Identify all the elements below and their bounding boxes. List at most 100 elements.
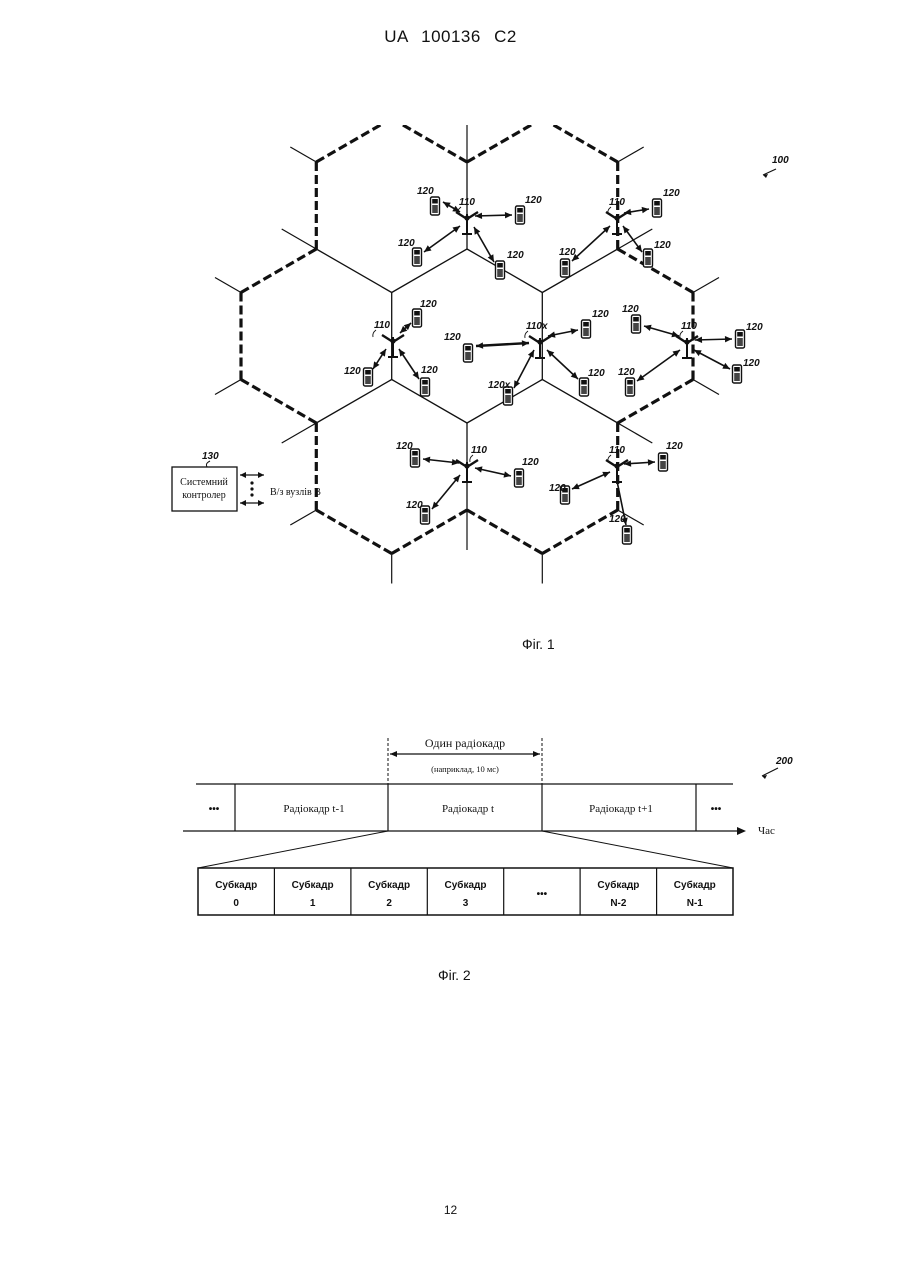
controller-text-line1: Системний: [180, 477, 228, 488]
link-arrow: [624, 459, 655, 466]
terminal-keypad: [737, 338, 743, 346]
terminal-screen: [365, 370, 371, 375]
terminal-label: 120x: [488, 380, 511, 391]
hex-edge-outer: [392, 125, 467, 162]
link-arrowhead: [505, 212, 512, 218]
link-arrowhead: [642, 207, 649, 213]
terminal-icon: 120: [396, 441, 420, 467]
terminal-label: 120: [344, 366, 361, 377]
page-header: UA 100136 C2: [0, 27, 901, 47]
frame-current-label: Радіокадр t: [442, 803, 494, 815]
terminal-icon: 120: [622, 304, 641, 333]
terminal-icon: 120: [559, 247, 576, 277]
link-arrowhead: [413, 371, 420, 379]
frames-ellipsis-right: •••: [711, 804, 722, 815]
base-station-label-leader: [373, 330, 376, 337]
terminal-label: 120: [618, 367, 635, 378]
antenna-hub: [390, 338, 395, 343]
subframe-index: N-2: [610, 898, 627, 909]
terminal-label: 120: [421, 365, 438, 376]
terminal-label: 120: [746, 322, 763, 333]
link-arrowhead: [623, 226, 630, 234]
terminal-label: 120: [420, 299, 437, 310]
terminal-screen: [422, 508, 428, 513]
antenna-hub: [537, 339, 542, 344]
terminal-keypad: [562, 267, 568, 275]
network-ref-leader: [763, 169, 776, 175]
hex-stub: [282, 423, 317, 443]
link-arrow: [474, 227, 494, 262]
subframe-name: Субкадр: [368, 879, 410, 891]
link-shaft: [572, 226, 610, 261]
base-station-label: 110x: [526, 321, 548, 332]
system-controller: 130 Системний контролер В/з вузлів В: [172, 451, 321, 511]
antenna-hub: [464, 215, 469, 220]
terminal-icon: 120: [618, 367, 635, 396]
base-station-icon: 110: [456, 445, 487, 482]
hex-edge-outer: [467, 125, 542, 162]
header-country: UA: [384, 27, 408, 46]
terminal-icon: 120: [413, 299, 438, 327]
hex-edge-outer: [467, 510, 542, 554]
terminal-screen: [414, 250, 420, 255]
terminal-icon: 120: [644, 240, 672, 267]
figure-2-ref-leader: [762, 768, 778, 776]
terminal-keypad: [581, 386, 587, 394]
terminal-label: 120: [406, 500, 423, 511]
terminal-screen: [734, 367, 740, 372]
terminal-keypad: [505, 395, 511, 403]
base-station-icon: 110: [676, 321, 698, 358]
hex-stub: [215, 380, 241, 395]
link-arrow: [424, 226, 460, 252]
time-axis-arrowhead: [737, 827, 746, 835]
subframe-index: 1: [310, 898, 316, 909]
header-kind: C2: [494, 27, 517, 46]
terminal-icon: 120: [406, 500, 430, 524]
figure-2-frame-structure: Один радіокадр (наприклад, 10 мс) 200 Ча…: [178, 730, 798, 930]
terminal-screen: [562, 261, 568, 266]
terminal-label: 120: [666, 441, 683, 452]
base-station-label: 110: [459, 197, 475, 208]
link-arrowhead: [637, 374, 645, 381]
terminal-keypad: [422, 514, 428, 522]
terminal-keypad: [432, 205, 438, 213]
hex-edge-inner: [392, 249, 467, 293]
link-arrowhead: [504, 471, 512, 477]
subframe-index: 2: [386, 898, 392, 909]
hex-edge-outer: [241, 380, 316, 424]
controller-link-label: В/з вузлів В: [270, 487, 321, 498]
link-arrow: [548, 328, 578, 338]
base-station-label-leader: [525, 331, 528, 338]
terminal-label: 120: [588, 368, 605, 379]
page-number: 12: [0, 1203, 901, 1217]
terminal-screen: [412, 451, 418, 456]
base-station-label-leader: [680, 331, 683, 338]
antenna-hub: [684, 339, 689, 344]
controller-box: [172, 467, 237, 511]
link-arrowhead: [635, 245, 642, 253]
antenna-hub: [614, 215, 619, 220]
terminal-screen: [737, 332, 743, 337]
terminal-icon: 120: [344, 366, 373, 386]
hex-stub: [618, 423, 653, 443]
subframe-name: Субкадр: [597, 879, 639, 891]
link-arrow: [695, 336, 732, 343]
link-arrowhead: [475, 466, 483, 472]
terminal-screen: [516, 471, 522, 476]
link-arrow: [623, 226, 642, 252]
terminal-keypad: [517, 214, 523, 222]
figure-2-ref-label: 200: [775, 756, 793, 767]
terminal-screen: [660, 455, 666, 460]
terminal-screen: [645, 251, 651, 256]
link-arrowhead: [673, 350, 681, 357]
terminal-screen: [624, 528, 630, 533]
terminal-screen: [581, 380, 587, 385]
controller-ref-label: 130: [202, 451, 219, 462]
base-station-label-leader: [470, 455, 473, 462]
terminal-keypad: [624, 534, 630, 542]
zoom-line-left: [198, 831, 388, 868]
subframe-name: Субкадр: [674, 879, 716, 891]
terminal-icon: 120: [515, 457, 540, 487]
subframe-ellipsis: •••: [537, 889, 548, 900]
figure-1-cellular-network: 110 120 120 120 120 110 120 120 120 110 120 120 120 1…: [160, 125, 820, 585]
